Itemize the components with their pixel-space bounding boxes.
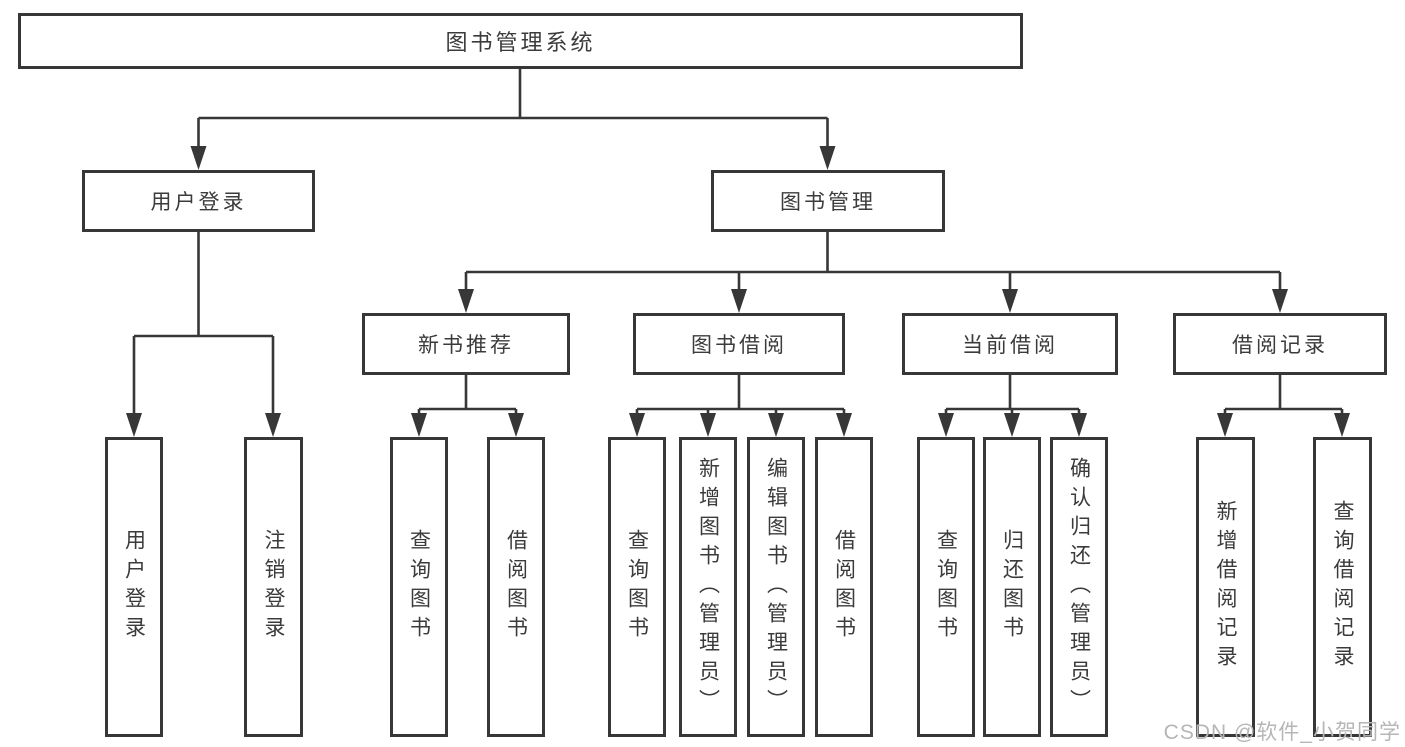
leaf-query-book-3: 查询图书: [917, 437, 975, 737]
node-book-borrow: 图书借阅: [633, 313, 845, 375]
arrowhead: [1217, 413, 1233, 437]
node-current-borrow-label: 当前借阅: [962, 334, 1058, 357]
leaf-query-borrow-record: 查询借阅记录: [1313, 437, 1372, 737]
edge-jilu-trunk: [1223, 375, 1344, 418]
leaf-borrow-book-2: 借阅图书: [815, 437, 873, 737]
arrowhead: [190, 146, 207, 170]
edge-root-trunk: [197, 68, 829, 150]
node-borrow-record-label: 借阅记录: [1232, 334, 1328, 357]
node-user-login-label: 用户登录: [150, 191, 247, 214]
arrowhead: [768, 413, 784, 437]
leaf-query-book-2-label: 查询图书: [625, 529, 649, 645]
arrowheads: [126, 146, 1350, 437]
arrowhead: [1004, 413, 1020, 437]
leaf-borrow-book-1: 借阅图书: [487, 437, 545, 737]
arrowhead: [700, 413, 716, 437]
node-borrow-record: 借阅记录: [1173, 313, 1387, 375]
leaf-borrow-book-1-label: 借阅图书: [504, 529, 528, 645]
leaf-confirm-return-admin: 确认归还（管理员）: [1050, 437, 1108, 737]
node-user-login: 用户登录: [82, 170, 315, 232]
arrowhead: [1272, 289, 1288, 313]
arrowhead: [265, 413, 281, 437]
leaf-add-book-admin-label: 新增图书（管理员）: [696, 456, 720, 718]
node-book-borrow-label: 图书借阅: [691, 334, 787, 357]
edge-jieyue-trunk: [635, 375, 846, 418]
leaf-edit-book-admin: 编辑图书（管理员）: [747, 437, 805, 737]
arrowhead: [458, 289, 474, 313]
node-new-book-recommend-label: 新书推荐: [418, 334, 514, 357]
leaf-add-borrow-record-label: 新增借阅记录: [1214, 500, 1237, 674]
node-book-management: 图书管理: [711, 170, 945, 232]
leaf-confirm-return-admin-label: 确认归还（管理员）: [1067, 456, 1091, 718]
arrowhead: [836, 413, 852, 437]
edge-dangqian-trunk: [944, 375, 1081, 418]
node-current-borrow: 当前借阅: [902, 313, 1118, 375]
arrowhead: [1071, 413, 1087, 437]
node-new-book-recommend: 新书推荐: [362, 313, 570, 375]
leaf-logout-label: 注销登录: [262, 529, 285, 645]
leaf-add-book-admin: 新增图书（管理员）: [679, 437, 737, 737]
leaf-query-book-1-label: 查询图书: [407, 529, 431, 645]
arrowhead: [411, 413, 427, 437]
leaf-query-book-1: 查询图书: [390, 437, 448, 737]
leaf-query-book-2: 查询图书: [608, 437, 666, 737]
leaf-query-book-3-label: 查询图书: [934, 529, 958, 645]
leaf-return-book-label: 归还图书: [1000, 529, 1024, 645]
leaf-return-book: 归还图书: [983, 437, 1041, 737]
edge-xinshu-trunk: [417, 375, 518, 418]
leaf-logout: 注销登录: [244, 437, 303, 737]
node-book-management-label: 图书管理: [780, 191, 876, 214]
arrowhead: [938, 413, 954, 437]
edge-userlogin-trunk: [132, 232, 275, 417]
arrowhead: [1334, 413, 1350, 437]
leaf-user-login-label: 用户登录: [122, 529, 146, 645]
arrowhead: [126, 413, 142, 437]
leaf-query-borrow-record-label: 查询借阅记录: [1331, 500, 1354, 674]
arrowhead: [629, 413, 645, 437]
arrowhead: [508, 413, 524, 437]
arrowhead: [731, 289, 747, 313]
leaf-edit-book-admin-label: 编辑图书（管理员）: [764, 456, 788, 718]
csdn-watermark: CSDN @软件_小贺同学: [1163, 721, 1401, 744]
node-root-label: 图书管理系统: [445, 30, 596, 55]
node-root: 图书管理系统: [18, 13, 1023, 69]
arrowhead: [819, 146, 836, 170]
edge-bookmgmt-trunk: [464, 232, 1282, 294]
leaf-borrow-book-2-label: 借阅图书: [832, 529, 856, 645]
arrowhead: [1002, 289, 1018, 313]
leaf-add-borrow-record: 新增借阅记录: [1196, 437, 1255, 737]
leaf-user-login: 用户登录: [105, 437, 163, 737]
